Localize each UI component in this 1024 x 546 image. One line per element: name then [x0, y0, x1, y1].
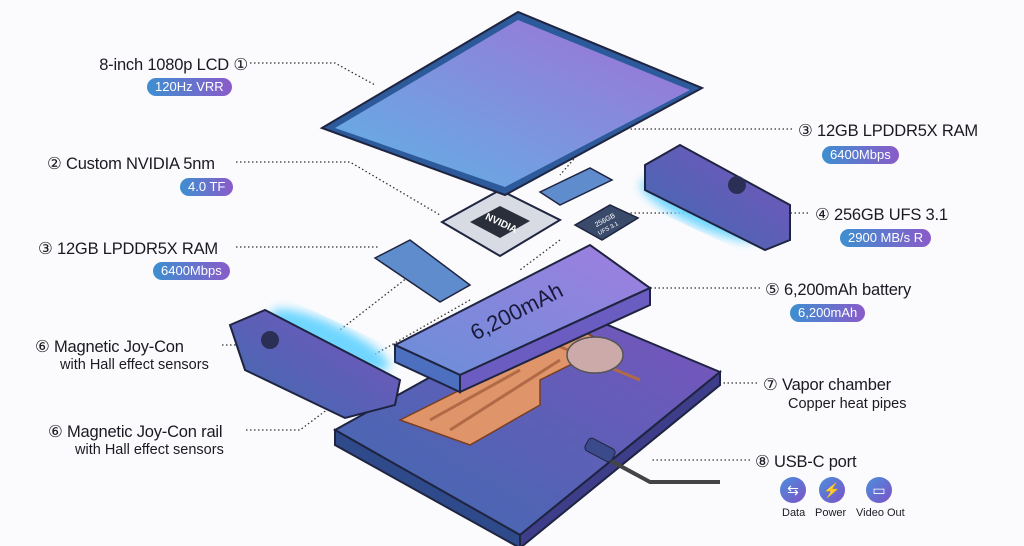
badge-soc: 4.0 TF: [180, 178, 234, 196]
callout-lcd: 8-inch 1080p LCD ①: [99, 56, 248, 74]
callout-battery: ⑤ 6,200mAh battery: [765, 281, 912, 299]
feature-label-data: Data: [782, 507, 806, 519]
ram-module-right: [538, 167, 614, 206]
callout-vapor-chamber-sub: Copper heat pipes: [788, 396, 907, 412]
badge-ram-right: 6400Mbps: [822, 146, 899, 164]
callout-storage: ④ 256GB UFS 3.1: [815, 206, 948, 224]
usb-c-cable: [599, 453, 720, 484]
callout-joycon-sub: with Hall effect sensors: [60, 357, 209, 373]
fan: [566, 336, 624, 374]
feature-label-video-out: Video Out: [856, 507, 905, 519]
callout-ram-right: ③ 12GB LPDDR5X RAM: [798, 122, 978, 140]
badge-battery: 6,200mAh: [790, 304, 866, 322]
callout-ram-left: ③ 12GB LPDDR5X RAM: [38, 240, 218, 258]
ufs-storage-chip: [573, 204, 640, 241]
callout-joycon: ⑥ Magnetic Joy-Con: [35, 338, 184, 356]
arrows-exchange-icon: ⇆: [780, 477, 806, 503]
joycon-right: [644, 143, 791, 252]
ram-module-left: [373, 239, 472, 303]
badge-ram-left: 6400Mbps: [153, 262, 230, 280]
callout-joycon-rail-sub: with Hall effect sensors: [75, 442, 224, 458]
feature-label-power: Power: [815, 507, 847, 519]
callout-joycon-rail: ⑥ Magnetic Joy-Con rail: [48, 423, 223, 441]
monitor-icon: ▭: [866, 477, 892, 503]
badge-storage: 2900 MB/s R: [840, 229, 932, 247]
lightning-icon: ⚡: [819, 477, 845, 503]
callout-soc: ② Custom NVIDIA 5nm: [47, 155, 215, 173]
callout-usb-c: ⑧ USB-C port: [755, 453, 857, 471]
badge-lcd: 120Hz VRR: [147, 78, 232, 96]
callout-vapor-chamber: ⑦ Vapor chamber: [763, 376, 891, 394]
